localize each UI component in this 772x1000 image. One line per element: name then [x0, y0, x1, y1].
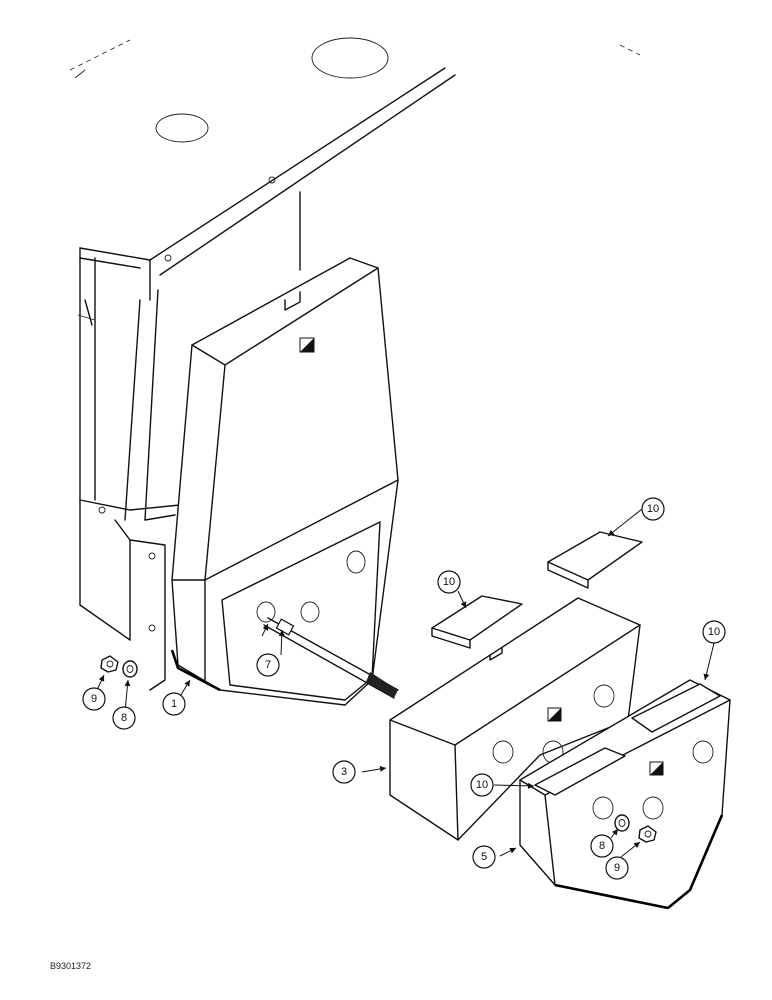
callout-10-middle: 10 [470, 773, 494, 797]
machine-frame [69, 37, 641, 691]
svg-text:9: 9 [614, 862, 620, 874]
svg-text:10: 10 [443, 576, 455, 588]
counterweight-1 [170, 257, 399, 706]
svg-text:9: 9 [91, 693, 97, 705]
callout-3: 3 [332, 760, 356, 784]
callout-9-left: 9 [82, 687, 106, 711]
callout-10-right: 10 [702, 620, 726, 644]
callout-8-left: 8 [112, 706, 136, 730]
callout-9-right: 9 [605, 856, 629, 880]
svg-text:7: 7 [265, 659, 271, 671]
callout-10-top-left: 10 [437, 570, 461, 594]
drawing-code: B9301372 [50, 961, 91, 971]
callout-7: 7 [256, 653, 280, 677]
callout-5: 5 [472, 845, 496, 869]
left-hardware [100, 655, 138, 678]
svg-text:10: 10 [708, 626, 720, 638]
callout-10-top-right: 10 [641, 497, 665, 521]
counterweight-5 [519, 679, 731, 910]
svg-text:10: 10 [647, 503, 659, 515]
svg-text:3: 3 [341, 766, 347, 778]
svg-text:8: 8 [599, 840, 605, 852]
svg-text:10: 10 [476, 779, 488, 791]
svg-text:5: 5 [481, 851, 487, 863]
threaded-rod-7 [263, 617, 399, 699]
pads-10 [431, 531, 643, 649]
leader-lines [96, 508, 715, 858]
callout-1: 1 [162, 692, 186, 716]
counterweight-3 [389, 597, 641, 841]
callout-8-right: 8 [590, 834, 614, 858]
svg-text:8: 8 [121, 712, 127, 724]
svg-text:1: 1 [171, 698, 177, 710]
right-hardware [614, 814, 657, 843]
